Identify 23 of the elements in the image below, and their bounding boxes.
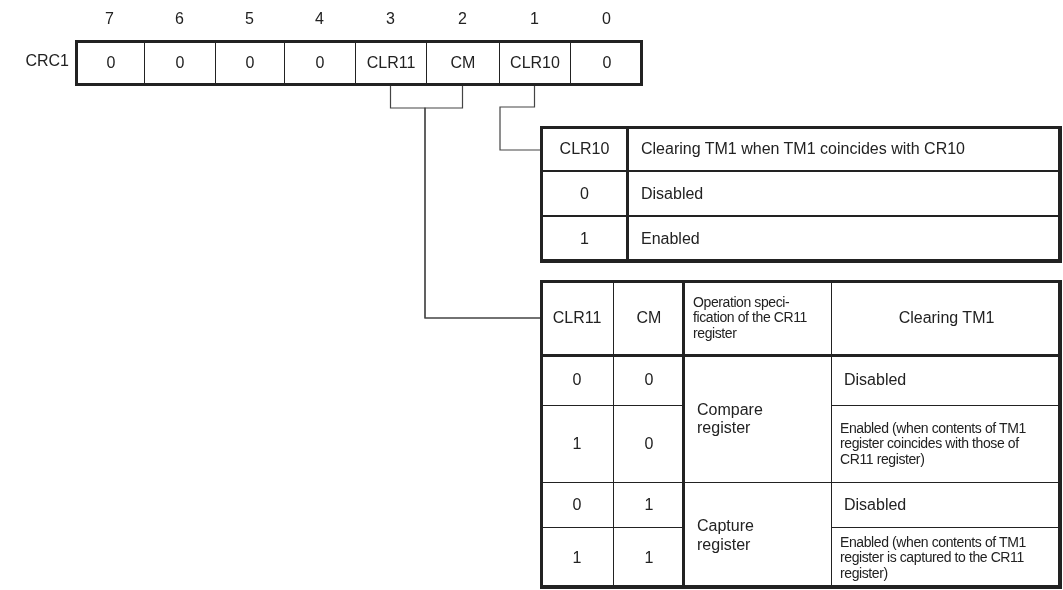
bit-number: 1 (529, 10, 540, 28)
bit-cell: CLR11 (355, 43, 426, 83)
bit-number: 5 (244, 10, 255, 28)
bit-setting-table (540, 126, 1061, 262)
bit-number: 2 (457, 10, 468, 28)
bit-cell: 0 (284, 43, 355, 83)
bit-setting-table (540, 280, 1061, 588)
bit-number: 3 (385, 10, 396, 28)
leader-line (499, 84, 541, 151)
bit-number: 4 (314, 10, 325, 28)
bit-cell: CM (426, 43, 499, 83)
bit-cell: 0 (144, 43, 215, 83)
register-box (75, 40, 643, 86)
bit-number: 6 (174, 10, 185, 28)
bit-cell: 0 (570, 43, 643, 83)
bit-cell: CLR10 (499, 43, 570, 83)
bit-cell: 0 (78, 43, 144, 83)
register-name: CRC1 (24, 52, 69, 70)
leader-line (424, 84, 541, 319)
bit-cell: 0 (215, 43, 284, 83)
table-cell: Enabled (when contents of TM1 register is captured to the CR11 register) (831, 527, 1062, 589)
bit-number: 7 (104, 10, 115, 28)
bit-number: 0 (601, 10, 612, 28)
